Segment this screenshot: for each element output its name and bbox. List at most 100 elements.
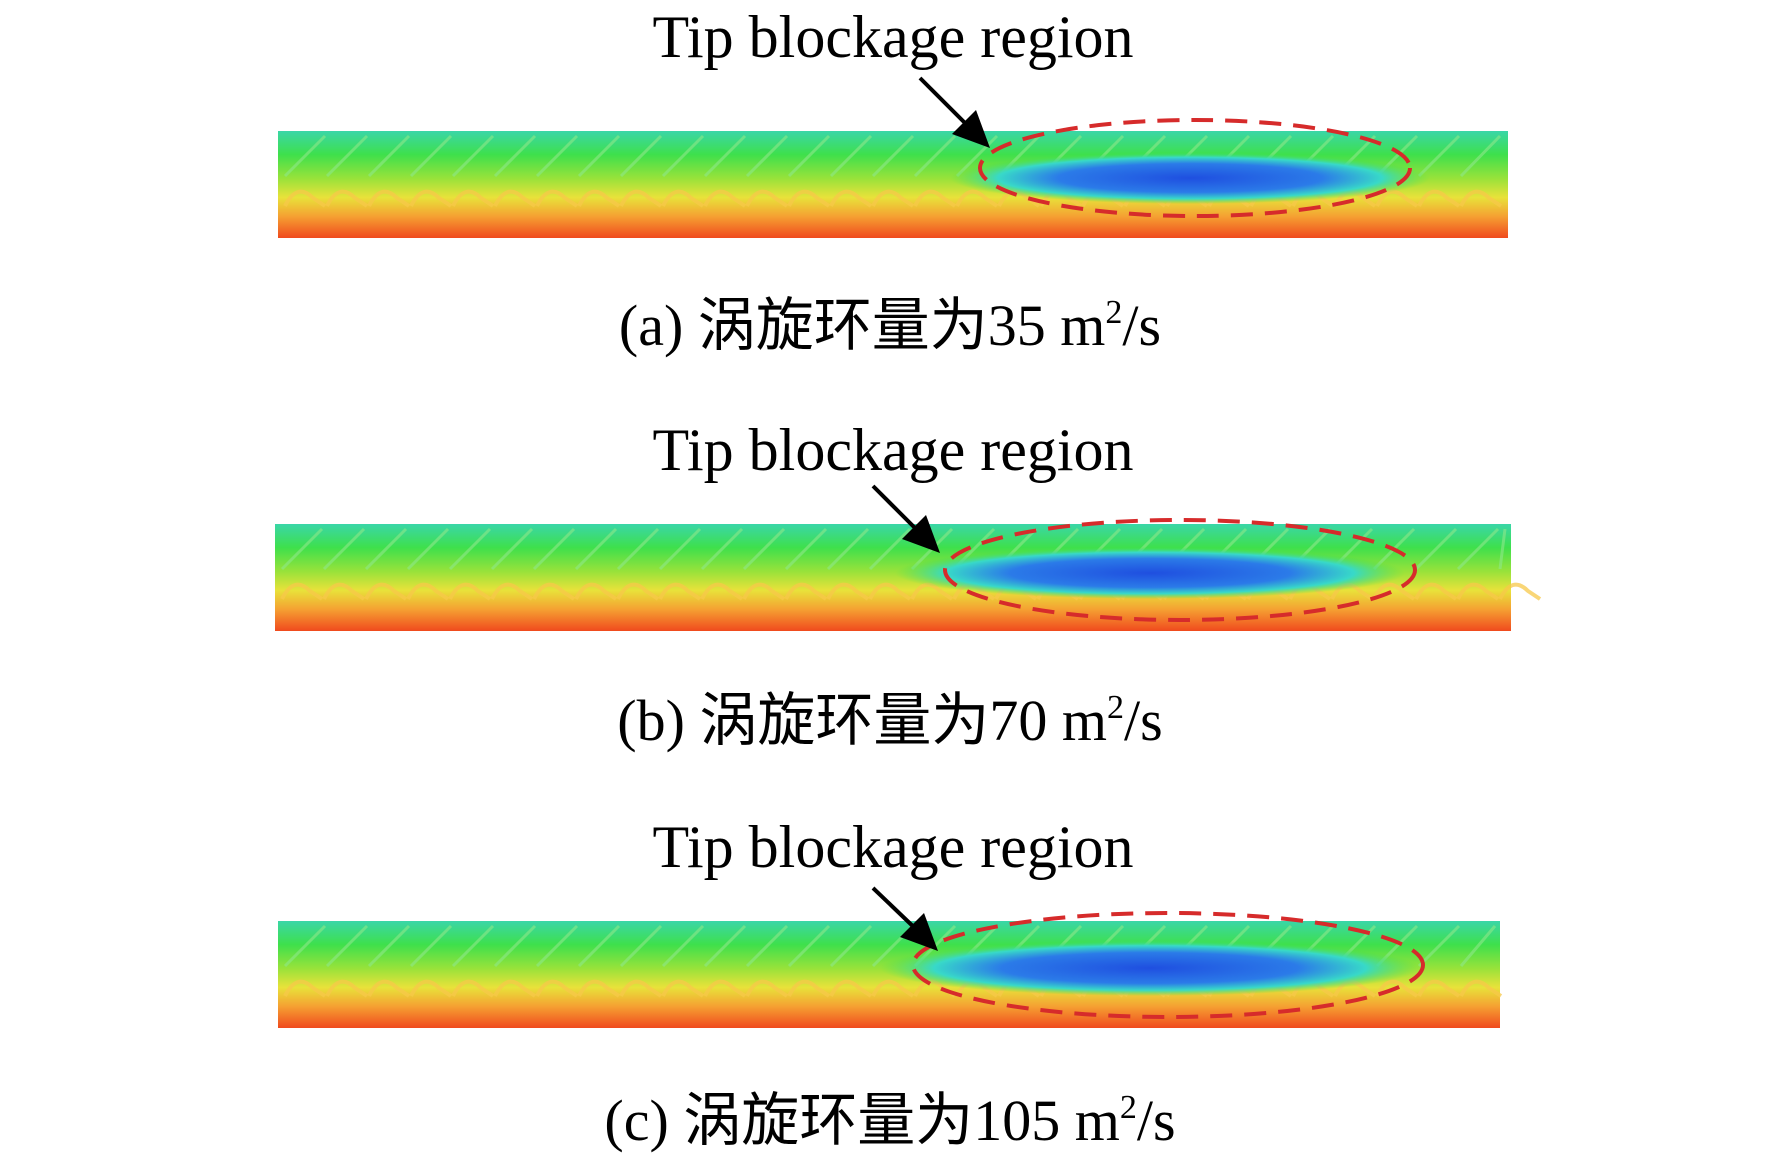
- streak-line: [283, 924, 327, 968]
- streak-wave: [283, 979, 327, 998]
- streak-wave: [493, 979, 537, 998]
- streak-line: [742, 527, 786, 571]
- streak-line: [1459, 134, 1502, 178]
- streak-line: [1414, 527, 1458, 571]
- streak-wave: [364, 582, 408, 601]
- blockage-ellipse-b: [943, 518, 1417, 622]
- streak-line: [868, 527, 912, 571]
- streak-line: [409, 924, 453, 968]
- streak-wave: [325, 979, 369, 998]
- streak-wave: [409, 979, 453, 998]
- streak-line: [325, 924, 369, 968]
- streak-wave: [745, 189, 789, 208]
- streak-wave: [742, 582, 786, 601]
- streak-line: [1459, 925, 1497, 967]
- streak-wave: [955, 189, 999, 208]
- streak-wave: [619, 189, 663, 208]
- panel-b: Tip blockage region (b) 涡旋环量为70 m2/s: [275, 417, 1542, 753]
- streak-wave: [280, 582, 324, 601]
- arrow-a: [918, 76, 990, 148]
- panel-c: Tip blockage region (c) 涡旋环量为105 m2/s: [278, 814, 1503, 1153]
- streak-wave: [871, 189, 915, 208]
- streak-line: [577, 924, 621, 968]
- streak-wave: [535, 189, 579, 208]
- annotation-c: Tip blockage region: [652, 814, 1133, 880]
- streak-line: [826, 527, 870, 571]
- caption-b: (b) 涡旋环量为70 m2/s: [617, 688, 1162, 753]
- streak-wave: [1417, 979, 1461, 998]
- arrow-b: [871, 484, 940, 553]
- streak-wave: [493, 189, 537, 208]
- streak-wave: [1414, 582, 1458, 601]
- streak-line: [577, 134, 621, 178]
- streak-wave: [787, 189, 831, 208]
- streak-wave: [913, 189, 957, 208]
- streak-line: [619, 924, 663, 968]
- streak-line: [1498, 528, 1507, 570]
- streak-wave: [490, 582, 534, 601]
- annotation-a: Tip blockage region: [652, 4, 1133, 70]
- streak-line: [616, 527, 660, 571]
- contour-band-b: [275, 518, 1542, 631]
- streak-wave: [826, 582, 870, 601]
- streak-wave: [829, 189, 873, 208]
- streak-line: [364, 527, 408, 571]
- streak-wave: [451, 189, 495, 208]
- streak-line: [787, 134, 831, 178]
- streak-line: [745, 924, 789, 968]
- streak-wave: [703, 979, 747, 998]
- streak-line: [913, 134, 957, 178]
- streak-wave: [577, 979, 621, 998]
- streak-wave: [448, 582, 492, 601]
- streak-line: [703, 134, 747, 178]
- streak-line: [1456, 527, 1500, 571]
- streak-wave: [535, 979, 579, 998]
- streak-wave: [1375, 979, 1419, 998]
- streak-wave: [1417, 189, 1461, 208]
- panel-a: Tip blockage region (a) 涡旋环量为35 m2/s: [278, 4, 1508, 358]
- streak-line: [280, 527, 324, 571]
- blockage-core-a: [950, 152, 1430, 204]
- streak-line: [661, 924, 705, 968]
- streak-wave: [406, 582, 450, 601]
- caption-a: (a) 涡旋环量为35 m2/s: [619, 293, 1161, 358]
- streak-line: [493, 134, 537, 178]
- streak-wave: [658, 582, 702, 601]
- streak-line: [700, 527, 744, 571]
- streak-wave: [787, 979, 831, 998]
- blockage-core-b: [895, 547, 1405, 599]
- streak-line: [1417, 134, 1461, 178]
- streak-wave: [661, 189, 705, 208]
- streak-line: [451, 134, 495, 178]
- streak-line: [703, 924, 747, 968]
- streak-line: [955, 134, 999, 178]
- streak-line: [658, 527, 702, 571]
- blockage-ellipse-c: [911, 911, 1425, 1019]
- streak-wave: [283, 189, 327, 208]
- caption-c: (c) 涡旋环量为105 m2/s: [604, 1088, 1175, 1153]
- streak-line: [490, 527, 534, 571]
- streak-wave: [745, 979, 789, 998]
- streak-line: [871, 134, 915, 178]
- blockage-core-c: [880, 940, 1420, 996]
- streak-line: [745, 134, 789, 178]
- streak-wave: [619, 979, 663, 998]
- streak-wave: [574, 582, 618, 601]
- streak-line: [574, 527, 618, 571]
- streak-wave: [409, 189, 453, 208]
- streak-wave: [829, 979, 873, 998]
- streak-line: [619, 134, 663, 178]
- streak-wave: [577, 189, 621, 208]
- streak-wave: [868, 582, 912, 601]
- arrow-c: [871, 886, 938, 951]
- streak-line: [784, 527, 828, 571]
- streak-wave: [1498, 582, 1542, 601]
- contour-band-a: [278, 118, 1508, 238]
- streak-line: [661, 134, 705, 178]
- streak-wave: [616, 582, 660, 601]
- streak-line: [787, 924, 831, 968]
- streak-wave: [700, 582, 744, 601]
- streak-line: [322, 527, 366, 571]
- streak-wave: [784, 582, 828, 601]
